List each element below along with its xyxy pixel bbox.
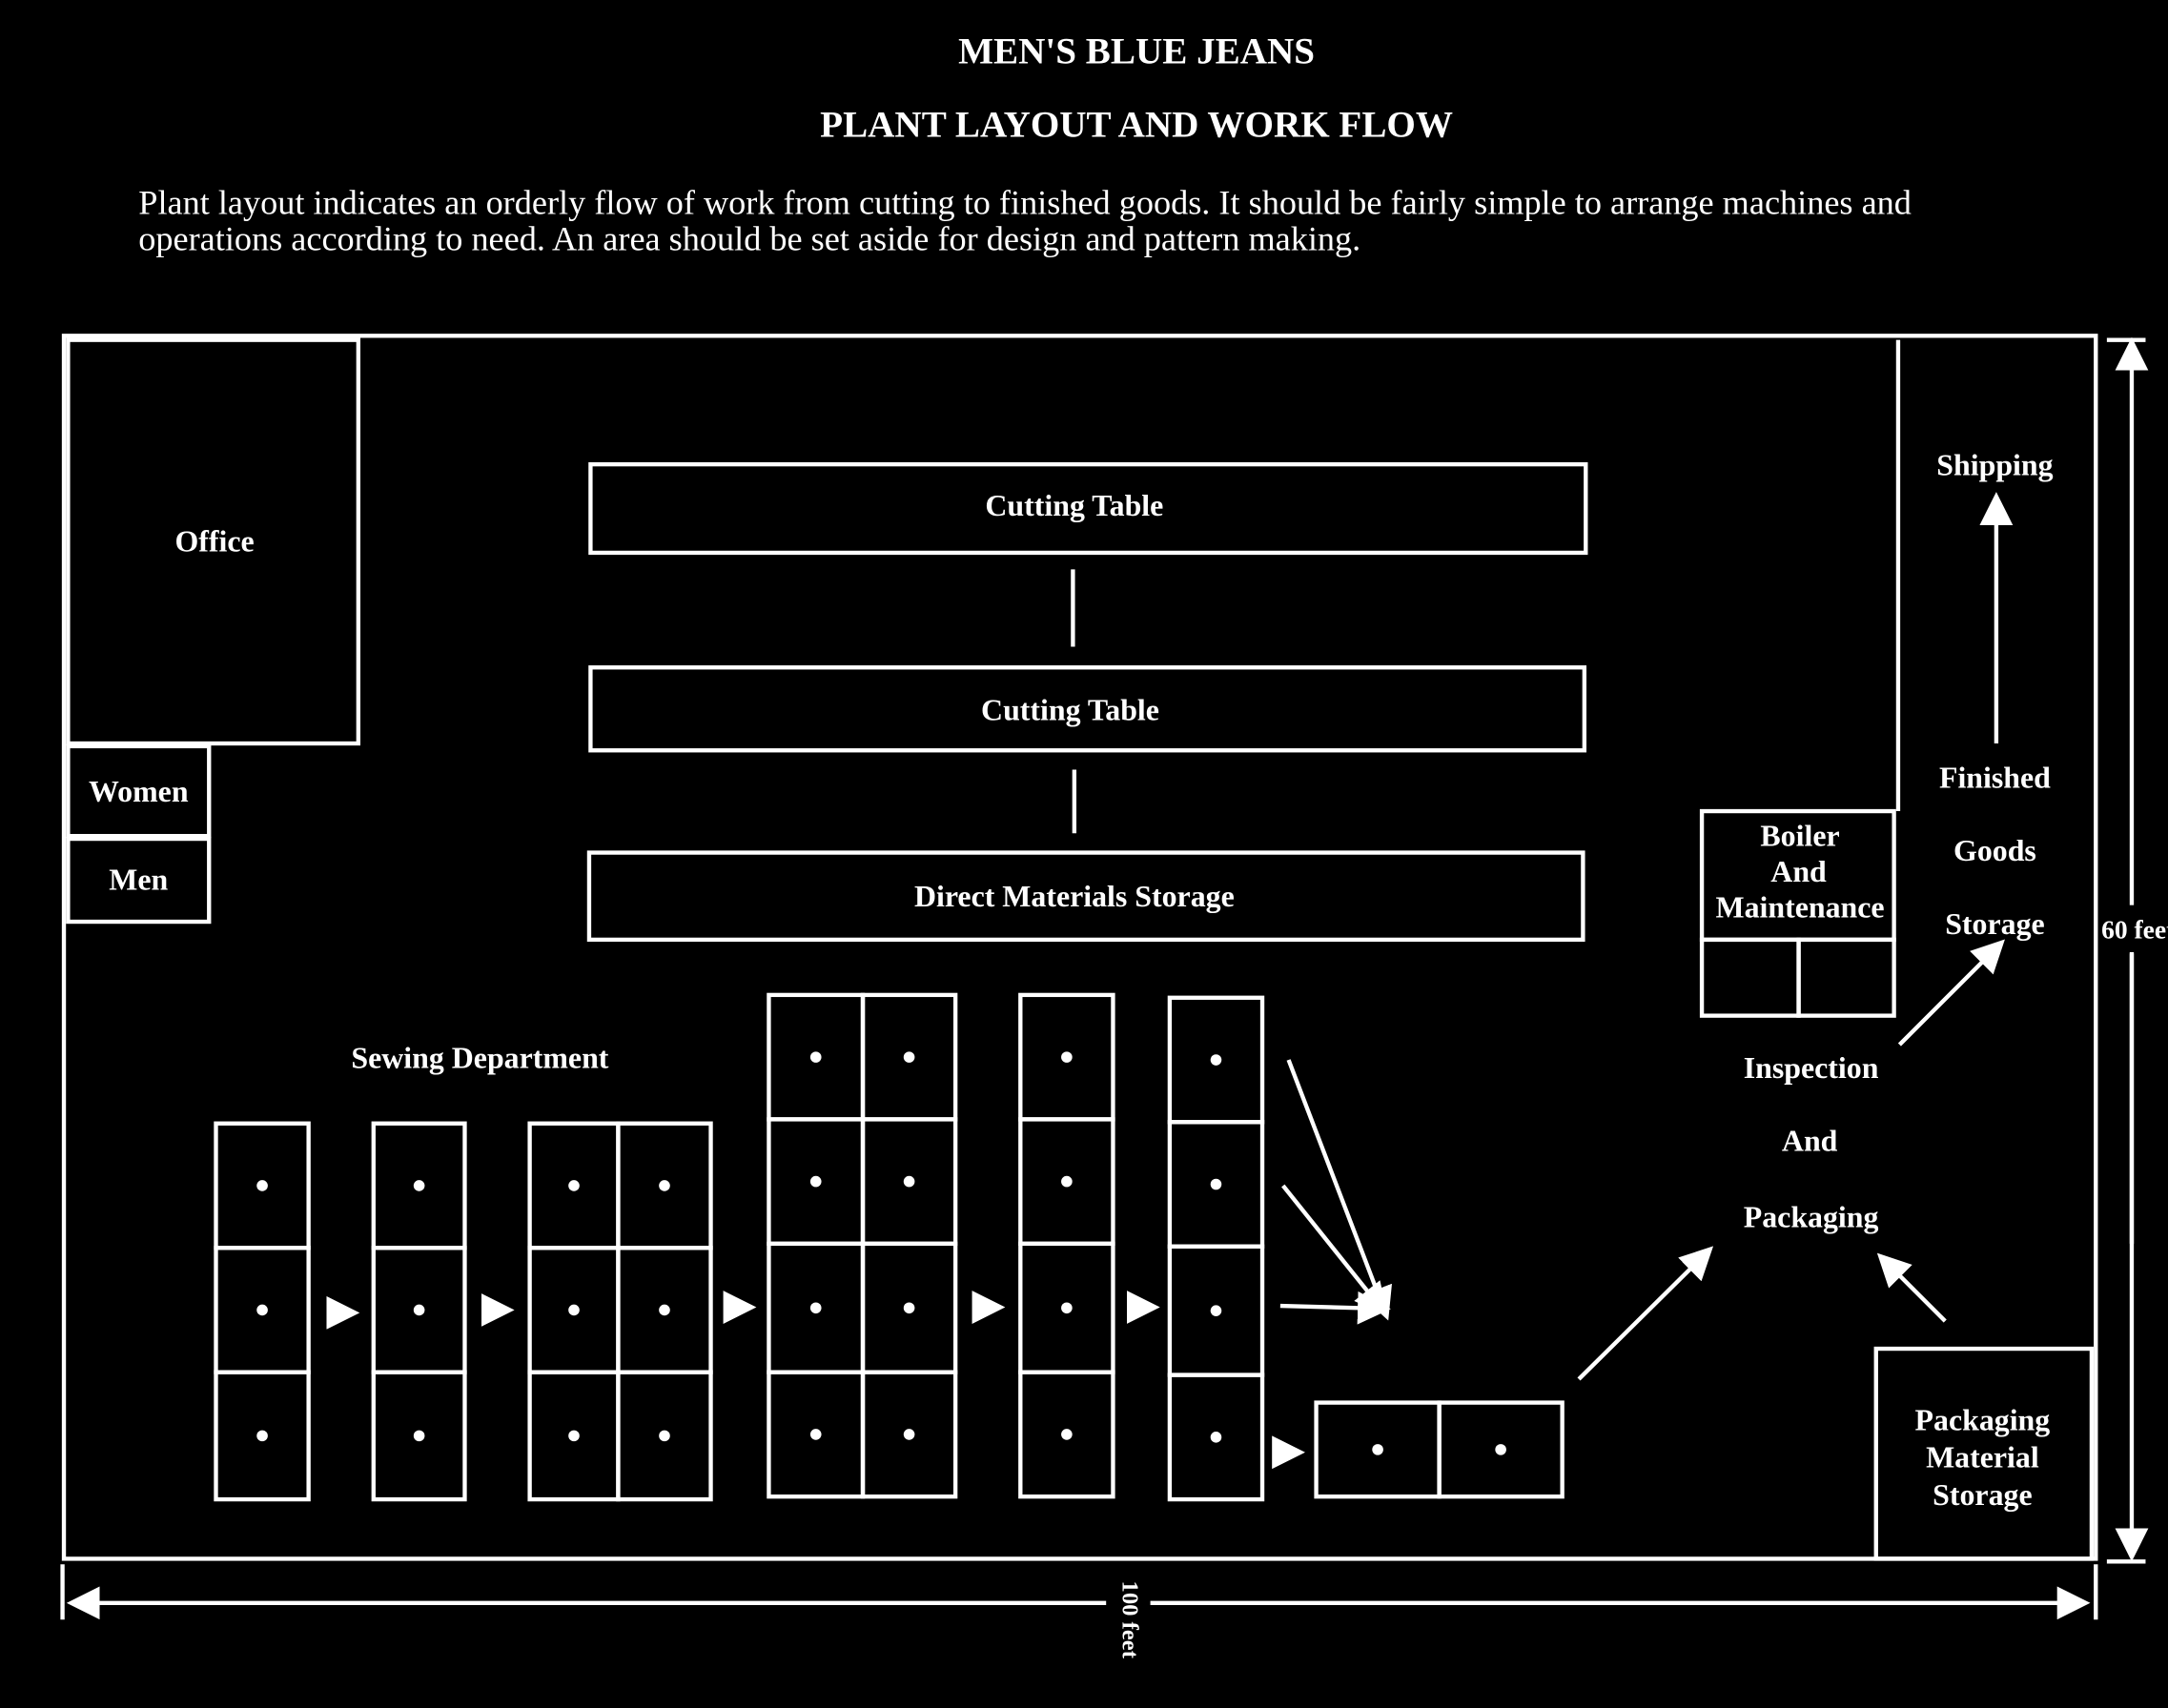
machine-dot [568, 1430, 580, 1442]
machine-dot [659, 1304, 670, 1316]
boiler-label-2: And [1770, 855, 1827, 888]
machine-dot [809, 1051, 822, 1063]
men-label: Men [109, 864, 168, 897]
flow-arrow [1897, 939, 2005, 1047]
machine-dot [903, 1429, 915, 1440]
shipping-label: Shipping [1936, 449, 2053, 482]
machine-dot [1210, 1178, 1222, 1190]
women-restroom [66, 743, 212, 839]
packaging-label-2: Material [1926, 1441, 2039, 1474]
boiler-label-1: Boiler [1760, 819, 1839, 852]
description-line-1: Plant layout indicates an orderly flow o… [138, 184, 1912, 222]
machine-dot [1061, 1429, 1073, 1440]
boiler-unit [1796, 937, 1896, 1018]
description-line-2: operations according to need. An area sh… [138, 219, 1360, 257]
packaging-material-storage [1873, 1346, 2095, 1561]
cutting-table-1-label: Cutting Table [985, 489, 1163, 522]
direct-materials-label: Direct Materials Storage [914, 880, 1235, 913]
flow-arrow [1876, 1252, 1947, 1323]
machine-dot [1495, 1444, 1506, 1455]
boiler-unit [1699, 937, 1801, 1018]
men-restroom [66, 836, 212, 925]
sewing-machine-station [860, 1370, 958, 1499]
machine-dot [568, 1304, 580, 1316]
machine-dot [659, 1430, 670, 1442]
width-label: 100 feet [1117, 1581, 1143, 1659]
women-label: Women [89, 775, 189, 808]
direct-materials-storage [586, 850, 1585, 943]
machine-dot [1061, 1175, 1073, 1188]
machine-dot [1061, 1051, 1073, 1063]
boiler-label-3: Maintenance [1715, 891, 1884, 925]
sewing-machines [214, 992, 1565, 1502]
machine-dot [903, 1175, 915, 1188]
machine-dot [1210, 1054, 1222, 1066]
machine-dot [903, 1302, 915, 1314]
machine-dot [568, 1180, 580, 1191]
inspection-label-1: Inspection [1744, 1051, 1879, 1085]
machine-dot [1210, 1432, 1222, 1443]
finished-goods-label-2: Goods [1953, 834, 2036, 867]
plant-outline [61, 334, 2098, 1561]
finished-goods-label-1: Finished [1939, 761, 2051, 794]
machine-dot [659, 1180, 670, 1191]
machine-dot [413, 1180, 425, 1191]
subtitle: PLANT LAYOUT AND WORK FLOW [820, 105, 1453, 146]
machine-dot [1210, 1305, 1222, 1316]
machine-dot [1061, 1302, 1073, 1314]
machine-dot [903, 1051, 915, 1063]
sewing-machine-station [1437, 1400, 1565, 1499]
flow-arrow [1279, 1291, 1391, 1325]
inspection-label-3: Packaging [1744, 1200, 1879, 1233]
sewing-machine-station [371, 1370, 467, 1502]
machine-dot [413, 1304, 425, 1316]
packaging-label-1: Packaging [1915, 1404, 2051, 1437]
machine-dot [1372, 1444, 1383, 1455]
packaging-label-3: Storage [1933, 1478, 2032, 1512]
sewing-machine-station [616, 1370, 713, 1502]
sewing-machine-station [1018, 1370, 1115, 1499]
cutting-table-1 [588, 461, 1588, 556]
machine-dot [256, 1304, 268, 1316]
inspection-label-2: And [1782, 1125, 1838, 1158]
machine-dot [256, 1180, 268, 1191]
height-label: 60 feet [2101, 914, 2168, 944]
machine-dot [809, 1302, 822, 1314]
finished-goods-label-3: Storage [1945, 907, 2044, 941]
machine-dot [809, 1429, 822, 1440]
office-label: Office [174, 524, 254, 558]
title: MEN'S BLUE JEANS [958, 31, 1315, 72]
machine-dot [809, 1175, 822, 1188]
sewing-machine-station [1167, 1372, 1265, 1502]
machine-dot [256, 1430, 268, 1442]
sewing-machine-station [214, 1370, 311, 1502]
cutting-table-2-label: Cutting Table [981, 693, 1159, 726]
office-area [66, 337, 361, 746]
cutting-table-2 [588, 665, 1587, 753]
machine-dot [413, 1430, 425, 1442]
flow-arrow [1577, 1246, 1714, 1381]
sewing-department-label: Sewing Department [351, 1042, 608, 1075]
flow-arrow [1286, 1059, 1392, 1321]
flow-arrow [1281, 1184, 1388, 1317]
